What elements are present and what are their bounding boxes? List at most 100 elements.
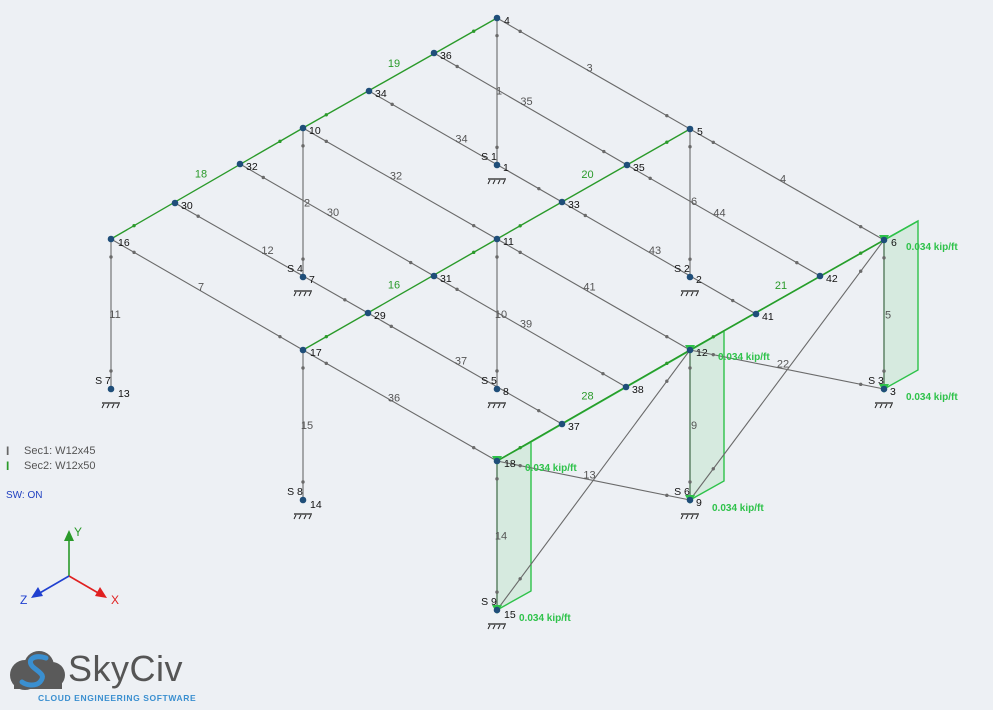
- member-36[interactable]: [302, 349, 498, 462]
- member-30[interactable]: [239, 163, 435, 277]
- node-label: 11: [503, 236, 514, 248]
- node-12[interactable]: [686, 346, 694, 354]
- member-7[interactable]: [110, 238, 304, 351]
- member-end-dot: [389, 324, 393, 329]
- member-end-dot: [518, 577, 522, 581]
- node-15[interactable]: [493, 606, 501, 614]
- member-label: 13: [583, 470, 595, 482]
- node-4[interactable]: [493, 14, 501, 22]
- member-end-dot: [537, 186, 541, 191]
- member-end-dot: [390, 102, 394, 107]
- member-end-dot: [132, 250, 136, 255]
- node-label: 18: [504, 458, 516, 470]
- node-29[interactable]: [364, 309, 372, 317]
- node-36[interactable]: [430, 49, 438, 57]
- node-34[interactable]: [365, 87, 373, 95]
- member-3[interactable]: [496, 17, 691, 130]
- node-label: 16: [118, 237, 130, 249]
- member-32[interactable]: [302, 127, 498, 240]
- load-magnitude-label: 0.034 kip/ft: [906, 392, 958, 403]
- fixed-support-icon[interactable]: [874, 402, 893, 409]
- node-14[interactable]: [299, 496, 307, 504]
- node-label: 10: [309, 125, 321, 137]
- x-axis-line: [68, 575, 101, 595]
- member-label: 43: [649, 245, 661, 257]
- fixed-support-icon[interactable]: [487, 178, 506, 185]
- legend-item-sec2[interactable]: I Sec2: W12x50: [6, 458, 96, 473]
- member-28[interactable]: [496, 349, 691, 462]
- member-label: 18: [195, 169, 207, 181]
- fixed-support-icon[interactable]: [487, 623, 506, 630]
- bracing-member[interactable]: [689, 239, 885, 501]
- member-labels-layer: 1346521091115147361237303932413443354413…: [109, 58, 891, 543]
- node-33[interactable]: [558, 198, 566, 206]
- member-end-dot: [455, 287, 459, 292]
- fixed-support-icon[interactable]: [680, 513, 699, 520]
- member-16[interactable]: [302, 238, 498, 351]
- node-1[interactable]: [493, 161, 501, 169]
- node-label: 1: [503, 162, 509, 174]
- node-9[interactable]: [686, 496, 694, 504]
- node-17[interactable]: [299, 346, 307, 354]
- node-41[interactable]: [752, 310, 760, 318]
- logo-tagline: CLOUD ENGINEERING SOFTWARE: [38, 693, 197, 703]
- node-42[interactable]: [816, 272, 824, 280]
- node-18[interactable]: [493, 457, 501, 465]
- fixed-support-icon[interactable]: [680, 290, 699, 297]
- member-43[interactable]: [561, 201, 757, 315]
- support-label: S 2: [674, 263, 690, 275]
- fixed-support-icon[interactable]: [293, 290, 312, 297]
- member-end-dot: [688, 257, 692, 261]
- member-end-dot: [495, 33, 499, 38]
- fixed-support-icon[interactable]: [293, 513, 312, 520]
- legend-item-label: Sec2: W12x50: [24, 459, 96, 472]
- member-44[interactable]: [626, 164, 821, 277]
- member-18[interactable]: [110, 127, 304, 240]
- node-13[interactable]: [107, 385, 115, 393]
- member-label: 35: [520, 96, 532, 108]
- member-34[interactable]: [368, 90, 563, 203]
- node-30[interactable]: [171, 199, 179, 207]
- member-37[interactable]: [367, 312, 563, 425]
- member-end-dot: [324, 334, 328, 339]
- node-5[interactable]: [686, 125, 694, 133]
- node-2[interactable]: [686, 273, 694, 281]
- node-label: 8: [503, 386, 509, 398]
- node-7[interactable]: [299, 273, 307, 281]
- bracing-member[interactable]: [496, 349, 691, 611]
- member-4[interactable]: [689, 128, 885, 241]
- member-41[interactable]: [496, 238, 691, 351]
- member-21[interactable]: [689, 239, 885, 351]
- member-end-dot: [711, 140, 715, 145]
- node-6[interactable]: [880, 236, 888, 244]
- node-16[interactable]: [107, 235, 115, 243]
- node-38[interactable]: [622, 383, 630, 391]
- node-31[interactable]: [430, 272, 438, 280]
- member-35[interactable]: [433, 52, 628, 166]
- member-end-dot: [301, 366, 305, 370]
- member-end-dot: [518, 445, 522, 450]
- fixed-support-icon[interactable]: [487, 402, 506, 409]
- member-39[interactable]: [433, 275, 627, 388]
- load-magnitude-label: 0.034 kip/ft: [525, 463, 577, 474]
- member-19[interactable]: [302, 17, 498, 129]
- node-label: 13: [118, 388, 130, 400]
- node-label: 6: [891, 237, 897, 249]
- node-37[interactable]: [558, 420, 566, 428]
- member-end-dot: [602, 149, 606, 154]
- node-11[interactable]: [493, 235, 501, 243]
- fixed-support-icon[interactable]: [101, 402, 120, 409]
- member-label: 3: [586, 63, 592, 75]
- node-35[interactable]: [623, 161, 631, 169]
- node-label: 15: [504, 609, 516, 621]
- node-10[interactable]: [299, 124, 307, 132]
- member-label: 7: [198, 282, 204, 294]
- node-32[interactable]: [236, 160, 244, 168]
- member-20[interactable]: [496, 128, 691, 240]
- legend-item-sec1[interactable]: I Sec1: W12x45: [6, 443, 96, 458]
- node-3[interactable]: [880, 385, 888, 393]
- node-8[interactable]: [493, 385, 501, 393]
- member-end-dot: [472, 445, 476, 450]
- member-12[interactable]: [174, 202, 369, 314]
